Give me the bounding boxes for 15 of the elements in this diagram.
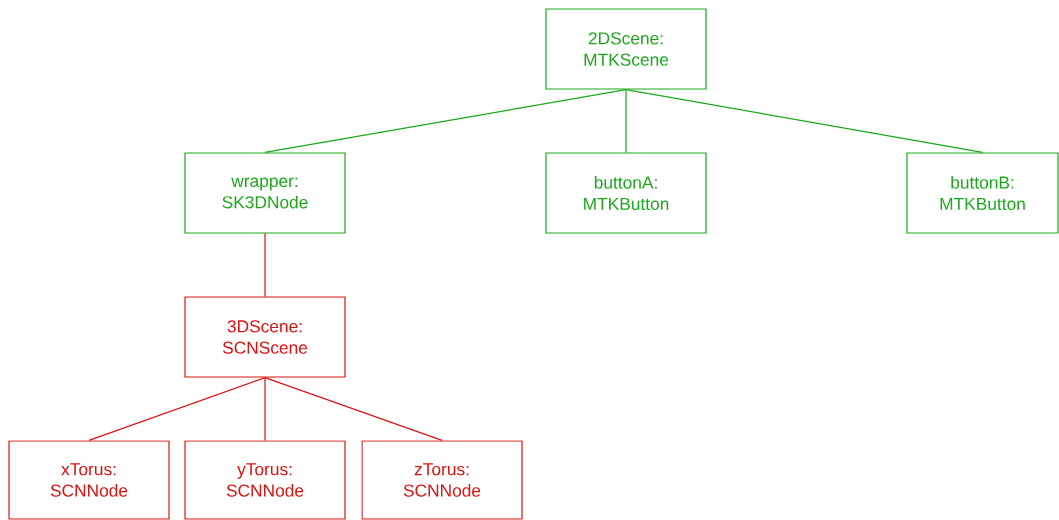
class-box: yTorus: SCNNode [184, 440, 346, 520]
connector-line [88, 377, 266, 441]
class-box: zTorus: SCNNode [361, 440, 523, 520]
class-box: wrapper: SK3DNode [184, 152, 346, 234]
class-box: xTorus: SCNNode [8, 440, 170, 520]
connector-line [264, 377, 443, 441]
class-box: buttonB: MTKButton [906, 152, 1059, 234]
connector-line [625, 89, 984, 153]
connector-line [625, 89, 627, 153]
connector-line [264, 377, 266, 441]
class-box: 2DScene: MTKScene [545, 8, 707, 90]
connector-line [264, 89, 627, 153]
connector-line [264, 233, 266, 297]
class-box: buttonA: MTKButton [545, 152, 707, 234]
class-box: 3DScene: SCNScene [184, 296, 346, 378]
